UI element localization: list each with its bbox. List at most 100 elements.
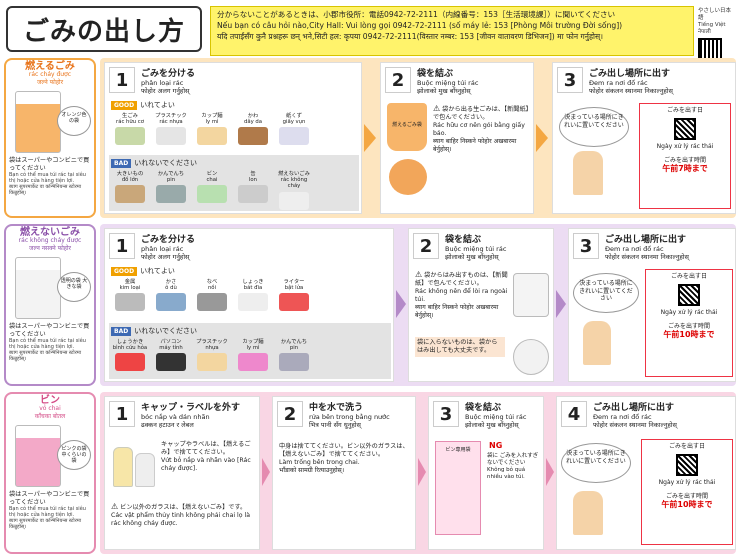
item: ライター bật lửa bbox=[275, 279, 313, 312]
step-title: ごみを分ける phân loại rác फोहोर अलग गर्नुहोस् bbox=[141, 69, 195, 95]
day-label: ごみを出す日 bbox=[668, 443, 705, 450]
item: 金属 kim loại bbox=[111, 279, 149, 312]
step-title-vi: Buộc miệng túi rác bbox=[417, 79, 479, 87]
qr-code-icon[interactable] bbox=[678, 284, 700, 306]
step-title-vi: Buộc miệng túi rác bbox=[445, 245, 507, 253]
warning-icon: ⚠ bbox=[111, 502, 119, 511]
time-value: 午前10時まで bbox=[663, 330, 715, 339]
step-title-vi: bóc nắp và dán nhãn bbox=[141, 413, 210, 421]
step-title: 袋を結ぶ Buộc miệng túi rác झोलाको मुख बाँध्… bbox=[465, 403, 526, 429]
clear-bag-image bbox=[15, 257, 61, 319]
step-title-ja: ごみ出し場所に出す bbox=[589, 69, 671, 79]
item: カップ麺 ly mì bbox=[234, 339, 272, 372]
step-title-vi: phân loại rác bbox=[141, 245, 184, 253]
arrow-icon bbox=[364, 124, 376, 152]
step-title-ne: फोहोर अलग गर्नुहोस् bbox=[141, 253, 190, 261]
step-text-ne: ब्याग बाहिर निस्कने फोहोर अखबारमा बेर्नु… bbox=[433, 138, 517, 153]
bad-label: いれないでください bbox=[134, 159, 197, 167]
bag-note-ja: 袋はスーパーやコンビニで買ってください bbox=[9, 157, 90, 172]
step-text-ja: 袋に ごみを入れすぎないでください bbox=[487, 453, 539, 466]
notice-vi: Nếu bạn có câu hỏi nào,City Hall: Vui lò… bbox=[217, 21, 623, 30]
item: 大きいもの đồ lớn bbox=[111, 171, 149, 210]
ng-label: NG bbox=[489, 441, 503, 450]
item: カップ麺 ly mì bbox=[193, 113, 231, 146]
step-text-vi: Không bỏ quá nhiều vào túi. bbox=[487, 467, 526, 480]
step-title-vi: Đem ra nơi đổ rác bbox=[593, 413, 652, 421]
step-number: 1 bbox=[109, 401, 135, 427]
bag-callout: ピンクの袋 中くらいの袋 bbox=[57, 440, 91, 470]
collection-box: ごみを出す日 Ngày xử lý rác thải ごみを出す時間 午前10時… bbox=[645, 269, 733, 377]
arrow-icon bbox=[396, 290, 406, 318]
item-label: かんでんち pin bbox=[280, 339, 308, 352]
step-text: ⚠ 袋から出る生ごみは、【新聞紙】で包んでください。 Rác hữu cơ nê… bbox=[433, 105, 531, 154]
step-title-ja: 中を水で洗う bbox=[309, 403, 364, 413]
step-number: 3 bbox=[433, 401, 459, 427]
step-title-ja: ごみを分ける bbox=[141, 235, 196, 245]
time-value: 午前7時まで bbox=[662, 164, 708, 173]
item-label: カップ麺 ly mì bbox=[201, 113, 223, 126]
item-label: ビン chai bbox=[206, 171, 218, 184]
section-burnable: 燃えるごみ rác cháy được जल्ने फोहोर オレンジ色の袋 … bbox=[4, 58, 736, 218]
item-image bbox=[279, 293, 309, 312]
section-nonburnable: 燃えないごみ rác không cháy được जल्न नसक्ने फ… bbox=[4, 224, 736, 386]
day-label: ごみを出す日 bbox=[670, 273, 707, 280]
item-label: なべ nồi bbox=[206, 279, 218, 292]
day-sub: Ngày xử lý rác thải bbox=[658, 479, 716, 486]
bottle-image bbox=[135, 453, 155, 487]
pink-bag-image bbox=[15, 425, 61, 487]
qr-code-icon[interactable] bbox=[674, 118, 696, 140]
section-bottles: ビン vỏ chai काँचका बोतल ピンクの袋 中くらいの袋 袋はスー… bbox=[4, 392, 736, 554]
item-image bbox=[279, 127, 309, 146]
step-title-ja: 袋を結ぶ bbox=[417, 69, 454, 79]
step-text: ⚠ 袋からはみ出すものは、【新聞紙】で包んでください。 Rác không nê… bbox=[415, 271, 511, 320]
item-image bbox=[197, 127, 227, 146]
arrow-icon bbox=[262, 458, 270, 486]
step-text-2: 袋に入らないものは、袋からはみ出しても大丈夫です。 bbox=[415, 337, 505, 357]
orange-bag-image bbox=[15, 91, 61, 153]
step-title-ja: ごみ出し場所に出す bbox=[605, 235, 687, 245]
step-title-ja: 袋を結ぶ bbox=[445, 235, 482, 245]
item: プラスチック nhựa bbox=[193, 339, 231, 372]
step-text-ja: 袋からはみ出すものは、【新聞紙】で包んでください。 bbox=[415, 272, 508, 287]
item-image bbox=[156, 127, 186, 146]
lang-vi: Tiếng Việt bbox=[698, 22, 726, 28]
item-label: 燃えないごみ rác không cháy bbox=[278, 171, 310, 190]
bag-callout: オレンジ色の袋 bbox=[57, 106, 91, 136]
qr-code-icon[interactable] bbox=[676, 454, 698, 476]
step-number: 2 bbox=[277, 401, 303, 427]
item-image bbox=[115, 127, 145, 146]
step-text-vi: Vứt bỏ nắp và nhãn vào [Rác cháy được]. bbox=[161, 457, 251, 472]
day-sub: Ngày xử lý rác thải bbox=[656, 143, 714, 150]
step-title: ごみを分ける phân loại rác फोहोर अलग गर्नुहोस् bbox=[141, 235, 195, 261]
contact-notice: 分からないことがあるときは、小郡市役所：電話0942-72-2111（内線番号：… bbox=[210, 6, 694, 56]
item: 缶 lon bbox=[234, 171, 272, 210]
item: ビン chai bbox=[193, 171, 231, 210]
nonburnable-category-card: 燃えないごみ rác không cháy được जल्न नसक्ने फ… bbox=[4, 224, 96, 386]
warning-icon: ⚠ bbox=[415, 270, 423, 279]
step-text: 袋に ごみを入れすぎないでください Không bỏ quá nhiều vào… bbox=[487, 453, 541, 481]
nonburnable-step-3: 3 ごみ出し場所に出す Đem ra nơi đổ rác फोहोर संकल… bbox=[568, 228, 736, 382]
burnable-step-3: 3 ごみ出し場所に出す Đem ra nơi đổ rác फोहोर संकल… bbox=[552, 62, 736, 214]
step-text-ja: 中身は捨ててください。ビン以外のガラスは、【燃えないごみ】で捨ててください。 bbox=[279, 443, 409, 458]
bad-tag: BAD bbox=[111, 327, 132, 336]
bag-note-ja: 袋はスーパーやコンビニで買ってください bbox=[9, 323, 90, 338]
item: 紙くず giấy vụn bbox=[275, 113, 313, 146]
bag-note: 袋はスーパーやコンビニで買ってください Bạn có thể mua túi r… bbox=[9, 323, 91, 362]
bad-label: いれないでください bbox=[134, 327, 197, 335]
person-image bbox=[583, 321, 611, 365]
step-title: キャップ・ラベルを外す bóc nắp và dán nhãn ढक्कन हट… bbox=[141, 403, 240, 429]
category-name: ビン bbox=[40, 395, 60, 406]
item-label: 大きいもの đồ lớn bbox=[116, 171, 144, 184]
item: しょっき bát đĩa bbox=[234, 279, 272, 312]
category-ne: काँचका बोतल bbox=[34, 413, 66, 420]
item: かさ ô dù bbox=[152, 279, 190, 312]
item: なべ nồi bbox=[193, 279, 231, 312]
item: しょうかき bình cứu hỏa bbox=[111, 339, 149, 372]
warning-text-vi: Các vật phẩm thủy tinh không phải chai l… bbox=[111, 512, 251, 527]
tied-bag-image: 燃えるごみ袋 bbox=[387, 103, 427, 151]
bag-note-vi: Bạn có thể mua túi rác tại siêu thị hoặc… bbox=[9, 338, 86, 351]
